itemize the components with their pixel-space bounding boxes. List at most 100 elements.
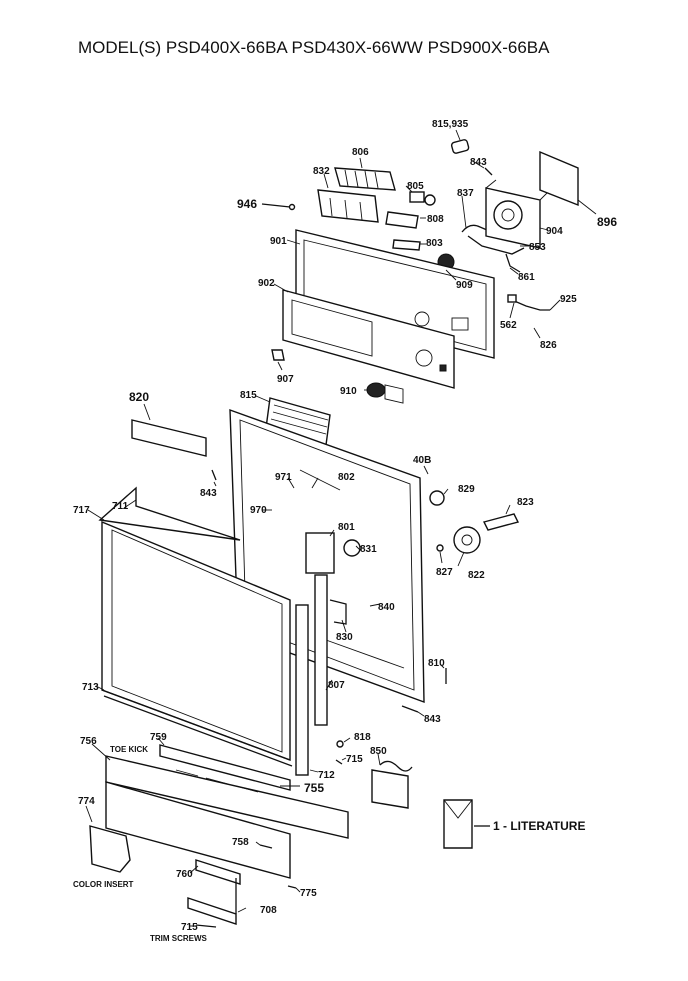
leader-lines (85, 129, 597, 927)
part-label: 946 (237, 197, 257, 211)
part-label: 713 (82, 682, 99, 693)
part-label: 840 (378, 602, 395, 613)
part-label: 843 (200, 488, 217, 499)
part-label: 832 (313, 166, 330, 177)
part-815-935-shape (450, 139, 470, 154)
part-label: 830 (336, 632, 353, 643)
part-759-shape (159, 744, 291, 791)
part-843b-shape (211, 469, 217, 481)
part-808-shape (385, 211, 419, 229)
part-label: 775 (300, 888, 317, 899)
part-806-shape (334, 167, 396, 191)
part-760-shape (195, 859, 241, 885)
trim-plate-902 (282, 289, 455, 389)
literature-caption: 1 - LITERATURE (493, 819, 585, 833)
part-label: 970 (250, 505, 267, 516)
part-832-shape (317, 189, 379, 223)
part-label: 925 (560, 294, 577, 305)
part-853-shape (467, 235, 525, 255)
part-805-shape (409, 191, 425, 203)
part-labels: 815,935 806 832 805 843 837 896 946 808 … (73, 119, 617, 943)
model-title: MODEL(S) PSD400X-66BA PSD430X-66WW PSD90… (78, 38, 550, 57)
part-774-shape (89, 825, 131, 873)
part-850-assembly (371, 760, 413, 809)
part-715b-shape (195, 924, 217, 928)
part-805-screw (424, 194, 436, 206)
part-label: 971 (275, 472, 292, 483)
part-label: 843 (424, 714, 441, 725)
part-label: 802 (338, 472, 355, 483)
part-label: 907 (277, 374, 294, 385)
part-label: 774 (78, 796, 95, 807)
part-910-shape (366, 382, 386, 398)
part-label: 815 (240, 390, 257, 401)
part-label: 712 (318, 770, 335, 781)
part-label: 909 (456, 280, 473, 291)
toe-kick-caption: TOE KICK (110, 745, 148, 754)
part-label: 715 (346, 754, 363, 765)
part-775-shape (287, 885, 297, 889)
part-label: 861 (518, 272, 535, 283)
part-label: 760 (176, 869, 193, 880)
part-label: 756 (80, 736, 97, 747)
console-panel-901 (295, 229, 495, 404)
part-850-shape (371, 769, 409, 809)
part-907-shape (271, 349, 285, 361)
part-758-shape (259, 844, 273, 849)
part-861-shape (505, 253, 521, 273)
part-label: 904 (546, 226, 563, 237)
part-label: 837 (457, 188, 474, 199)
part-label: 902 (258, 278, 275, 289)
part-label: 805 (407, 181, 424, 192)
part-label: 806 (352, 147, 369, 158)
part-label: 850 (370, 746, 387, 757)
part-label: 801 (338, 522, 355, 533)
control-panel-assembly (261, 139, 579, 404)
part-820-shape (131, 419, 207, 457)
part-label: 808 (427, 214, 444, 225)
part-843c-shape (401, 705, 419, 713)
part-label: 759 (150, 732, 167, 743)
toe-kick-assembly (89, 740, 349, 928)
part-label: 820 (129, 390, 149, 404)
part-756-shape (105, 755, 349, 839)
part-label: 818 (354, 732, 371, 743)
part-818-shape (336, 740, 344, 748)
part-label: 803 (426, 238, 443, 249)
trim-screws-caption: TRIM SCREWS (150, 934, 208, 943)
part-label: 853 (529, 242, 546, 253)
part-label: 755 (304, 781, 324, 795)
part-label: 807 (328, 680, 345, 691)
part-801-shape (305, 532, 335, 574)
part-label: 896 (597, 215, 617, 229)
part-803-shape (392, 239, 421, 251)
part-755-shape (105, 781, 291, 879)
part-822-shape (453, 526, 481, 554)
part-label: 717 (73, 505, 90, 516)
part-label: 40B (413, 455, 431, 466)
part-925-shape (511, 299, 550, 311)
part-label: 827 (436, 567, 453, 578)
part-label: 829 (458, 484, 475, 495)
part-label: 901 (270, 236, 287, 247)
part-label: 815,935 (432, 119, 469, 130)
part-712-shape (295, 604, 309, 776)
part-label: 843 (470, 157, 487, 168)
part-823-shape (482, 513, 520, 531)
part-562-shape (507, 294, 517, 303)
part-label: 758 (232, 837, 249, 848)
part-827-shape (436, 544, 444, 552)
part-715a-shape (335, 759, 343, 765)
literature-envelope (443, 799, 490, 849)
part-807-shape (314, 574, 328, 726)
part-label: 711 (112, 501, 129, 512)
part-label: 823 (517, 497, 534, 508)
part-896-shape (539, 150, 579, 207)
part-label: 822 (468, 570, 485, 581)
part-837-shape (461, 224, 509, 240)
part-708-shape (187, 897, 237, 925)
part-946-screw (288, 203, 296, 211)
part-830-shape (329, 599, 347, 625)
part-831-shape (343, 539, 361, 557)
